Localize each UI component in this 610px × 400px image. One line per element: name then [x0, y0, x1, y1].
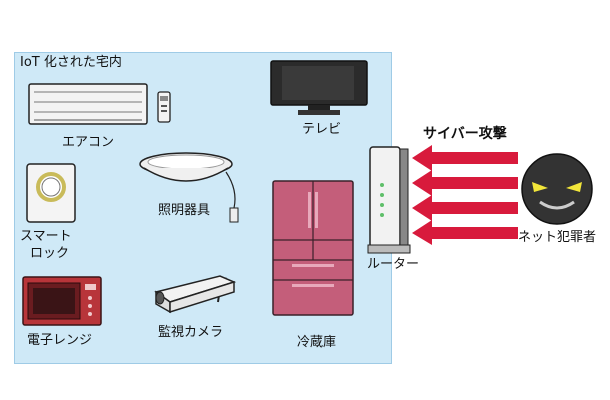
router-label: ルーター	[367, 257, 420, 272]
smart-lock-icon	[26, 163, 76, 223]
attack-label: サイバー攻撃	[423, 126, 507, 142]
microwave-icon	[22, 276, 102, 326]
home-area-label: IoT 化された宅内	[20, 55, 122, 70]
microwave-label: 電子レンジ	[27, 333, 93, 348]
attack-arrows	[412, 145, 518, 245]
attack-arrow-1	[412, 145, 518, 171]
criminal-label: ネット犯罪者	[518, 230, 597, 245]
smart-lock-label-line2: ロック	[30, 246, 70, 261]
ceiling-light-icon	[139, 152, 239, 223]
camera-label: 監視カメラ	[158, 325, 224, 340]
fridge-label: 冷蔵庫	[297, 335, 337, 350]
router-icon	[367, 146, 411, 254]
smart-lock-label-line1: スマート	[20, 229, 72, 244]
attack-arrow-3	[412, 195, 518, 221]
attack-arrow-2	[412, 170, 518, 196]
criminal-face-icon	[521, 153, 593, 225]
air-conditioner-icon	[28, 83, 171, 125]
security-camera-icon	[154, 275, 237, 314]
tv-label: テレビ	[302, 122, 342, 137]
aircon-label: エアコン	[62, 135, 115, 150]
attack-arrow-4	[412, 220, 518, 245]
lighting-label: 照明器具	[158, 203, 211, 218]
refrigerator-icon	[272, 180, 354, 316]
tv-icon	[270, 60, 368, 115]
